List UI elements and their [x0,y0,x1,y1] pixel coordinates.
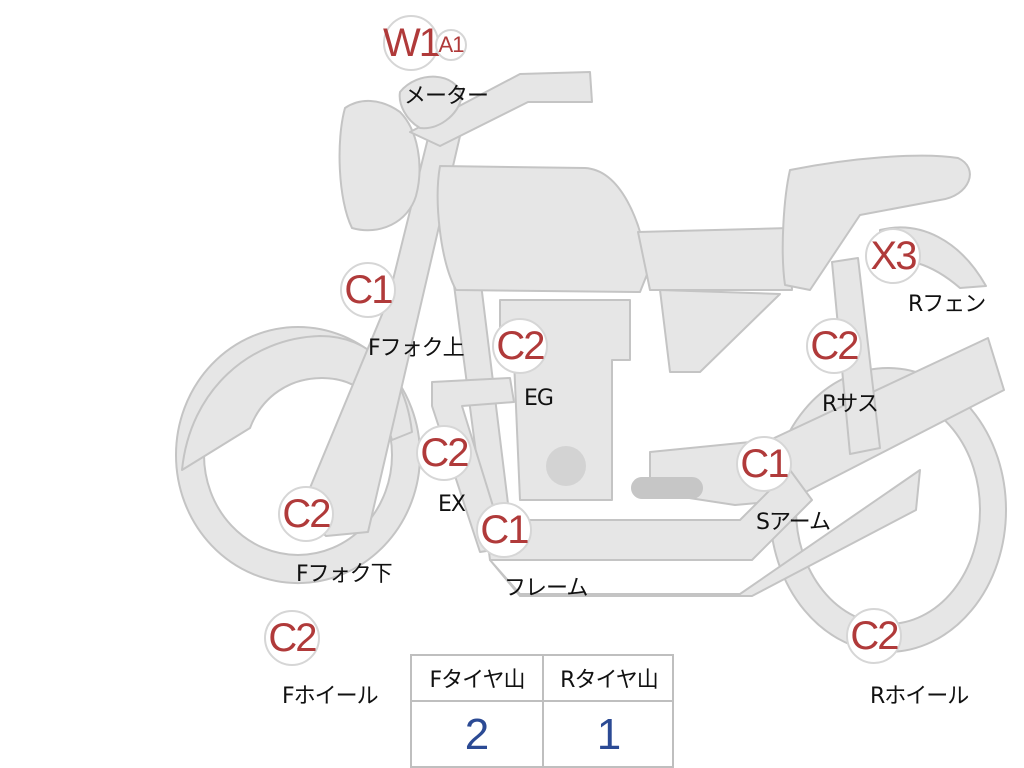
engine-cover-circle [546,446,586,486]
headlight-shape [338,100,421,232]
frame-label: フレーム [504,576,588,601]
footpeg-shape [631,477,703,499]
fuel-tank-shape [436,165,649,293]
rear-fender-label: Rフェン [908,292,986,317]
meter-shape [398,75,463,130]
exhaust-badge: C2 [416,425,472,481]
tire-tread-table: Fタイヤ山 Rタイヤ山 2 1 [410,654,674,768]
rear-fender-badge: X3 [865,228,921,284]
engine-badge: C2 [492,318,548,374]
frame-badge: C1 [476,502,532,558]
swingarm-badge: C1 [736,436,792,492]
swingarm-label: Sアーム [756,510,831,535]
rear-tire-value: 1 [596,710,622,759]
meter-label: メーター [404,84,489,109]
meter-main-badge: W1 [383,15,441,71]
exhaust-label: EX [438,492,466,517]
front-wheel-badge: C2 [264,610,320,666]
handlebar-shape [409,71,593,147]
fork-lower-label: Fフォク下 [296,562,393,587]
front-fender-shape [181,335,413,471]
rear-cowl-shape [781,154,971,291]
engine-label: EG [524,386,554,411]
fork-lower-badge: C2 [278,486,334,542]
rear-wheel-label: Rホイール [870,684,969,709]
meter-sub-badge: A1 [435,29,467,61]
front-wheel-label: Fホイール [282,684,379,709]
side-panel-shape [659,289,781,373]
frame-rail-shape [489,469,921,597]
table-divider [542,656,544,768]
rear-suspension-badge: C2 [806,318,862,374]
front-tire-header: Fタイヤ山 [412,656,542,702]
rear-tire-header: Rタイヤ山 [544,656,674,702]
front-tire-value: 2 [464,710,490,759]
fork-upper-badge: C1 [340,262,396,318]
rear-suspension-label: Rサス [822,392,879,417]
seat-shape [637,227,793,291]
rear-wheel-badge: C2 [846,608,902,664]
fork-upper-label: Fフォク上 [368,336,465,361]
